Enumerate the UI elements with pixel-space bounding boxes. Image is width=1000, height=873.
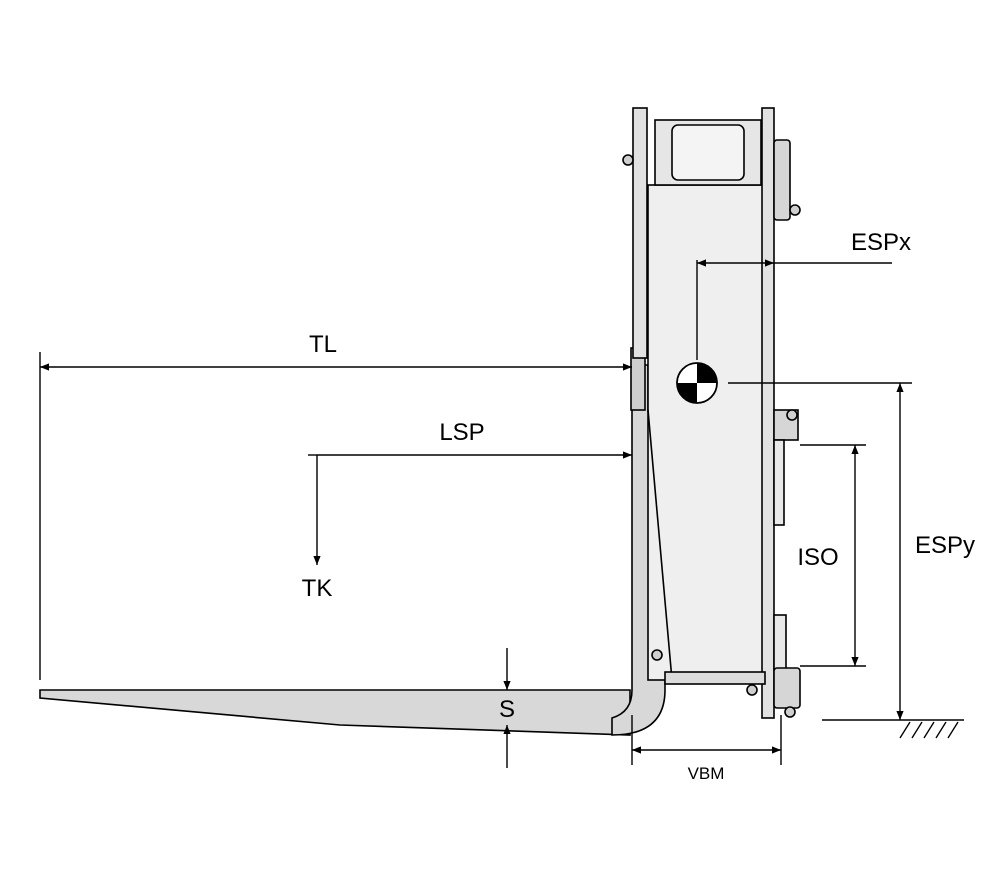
dimension-iso: ISO — [797, 444, 866, 667]
dimension-lsp: LSP — [308, 419, 632, 459]
rear-plate — [761, 107, 775, 719]
load-center-tk: TK — [302, 455, 333, 602]
bolt-mid-right — [786, 409, 798, 421]
ground-reference — [822, 719, 964, 739]
bolt-top-right — [789, 204, 801, 216]
fork-tine — [39, 347, 666, 736]
center-of-gravity-symbol — [676, 362, 718, 404]
label-iso: ISO — [797, 544, 838, 571]
top-roller — [671, 124, 745, 181]
bolt-lower-left — [651, 649, 663, 661]
bottom-plate — [664, 671, 766, 685]
dimension-vbm: VBM — [631, 715, 782, 783]
label-lsp: LSP — [439, 419, 484, 446]
carriage-bar-rail — [773, 439, 785, 526]
bolt-bottom-left — [746, 684, 758, 696]
rear-bracket-top — [773, 139, 791, 221]
label-vbm: VBM — [688, 764, 725, 783]
frame-diagonal — [647, 409, 673, 681]
bolt-bottom-right — [784, 706, 796, 718]
dimension-tl: TL — [39, 331, 632, 680]
bolt-top-left — [622, 154, 634, 166]
label-tk: TK — [302, 575, 333, 602]
frame-body — [647, 184, 767, 681]
label-espy: ESPy — [915, 532, 975, 559]
dimension-espx: ESPx — [696, 229, 911, 360]
label-espx: ESPx — [851, 229, 911, 256]
dimension-s: S — [499, 648, 515, 768]
bottom-hook — [773, 667, 801, 709]
front-plate — [632, 107, 648, 359]
dimension-espy: ESPy — [728, 382, 975, 720]
carriage-assembly — [622, 107, 801, 719]
label-tl: TL — [309, 331, 337, 358]
fork-blade — [39, 689, 631, 736]
carriage-bar-lower — [773, 614, 787, 671]
label-s: S — [499, 696, 515, 723]
